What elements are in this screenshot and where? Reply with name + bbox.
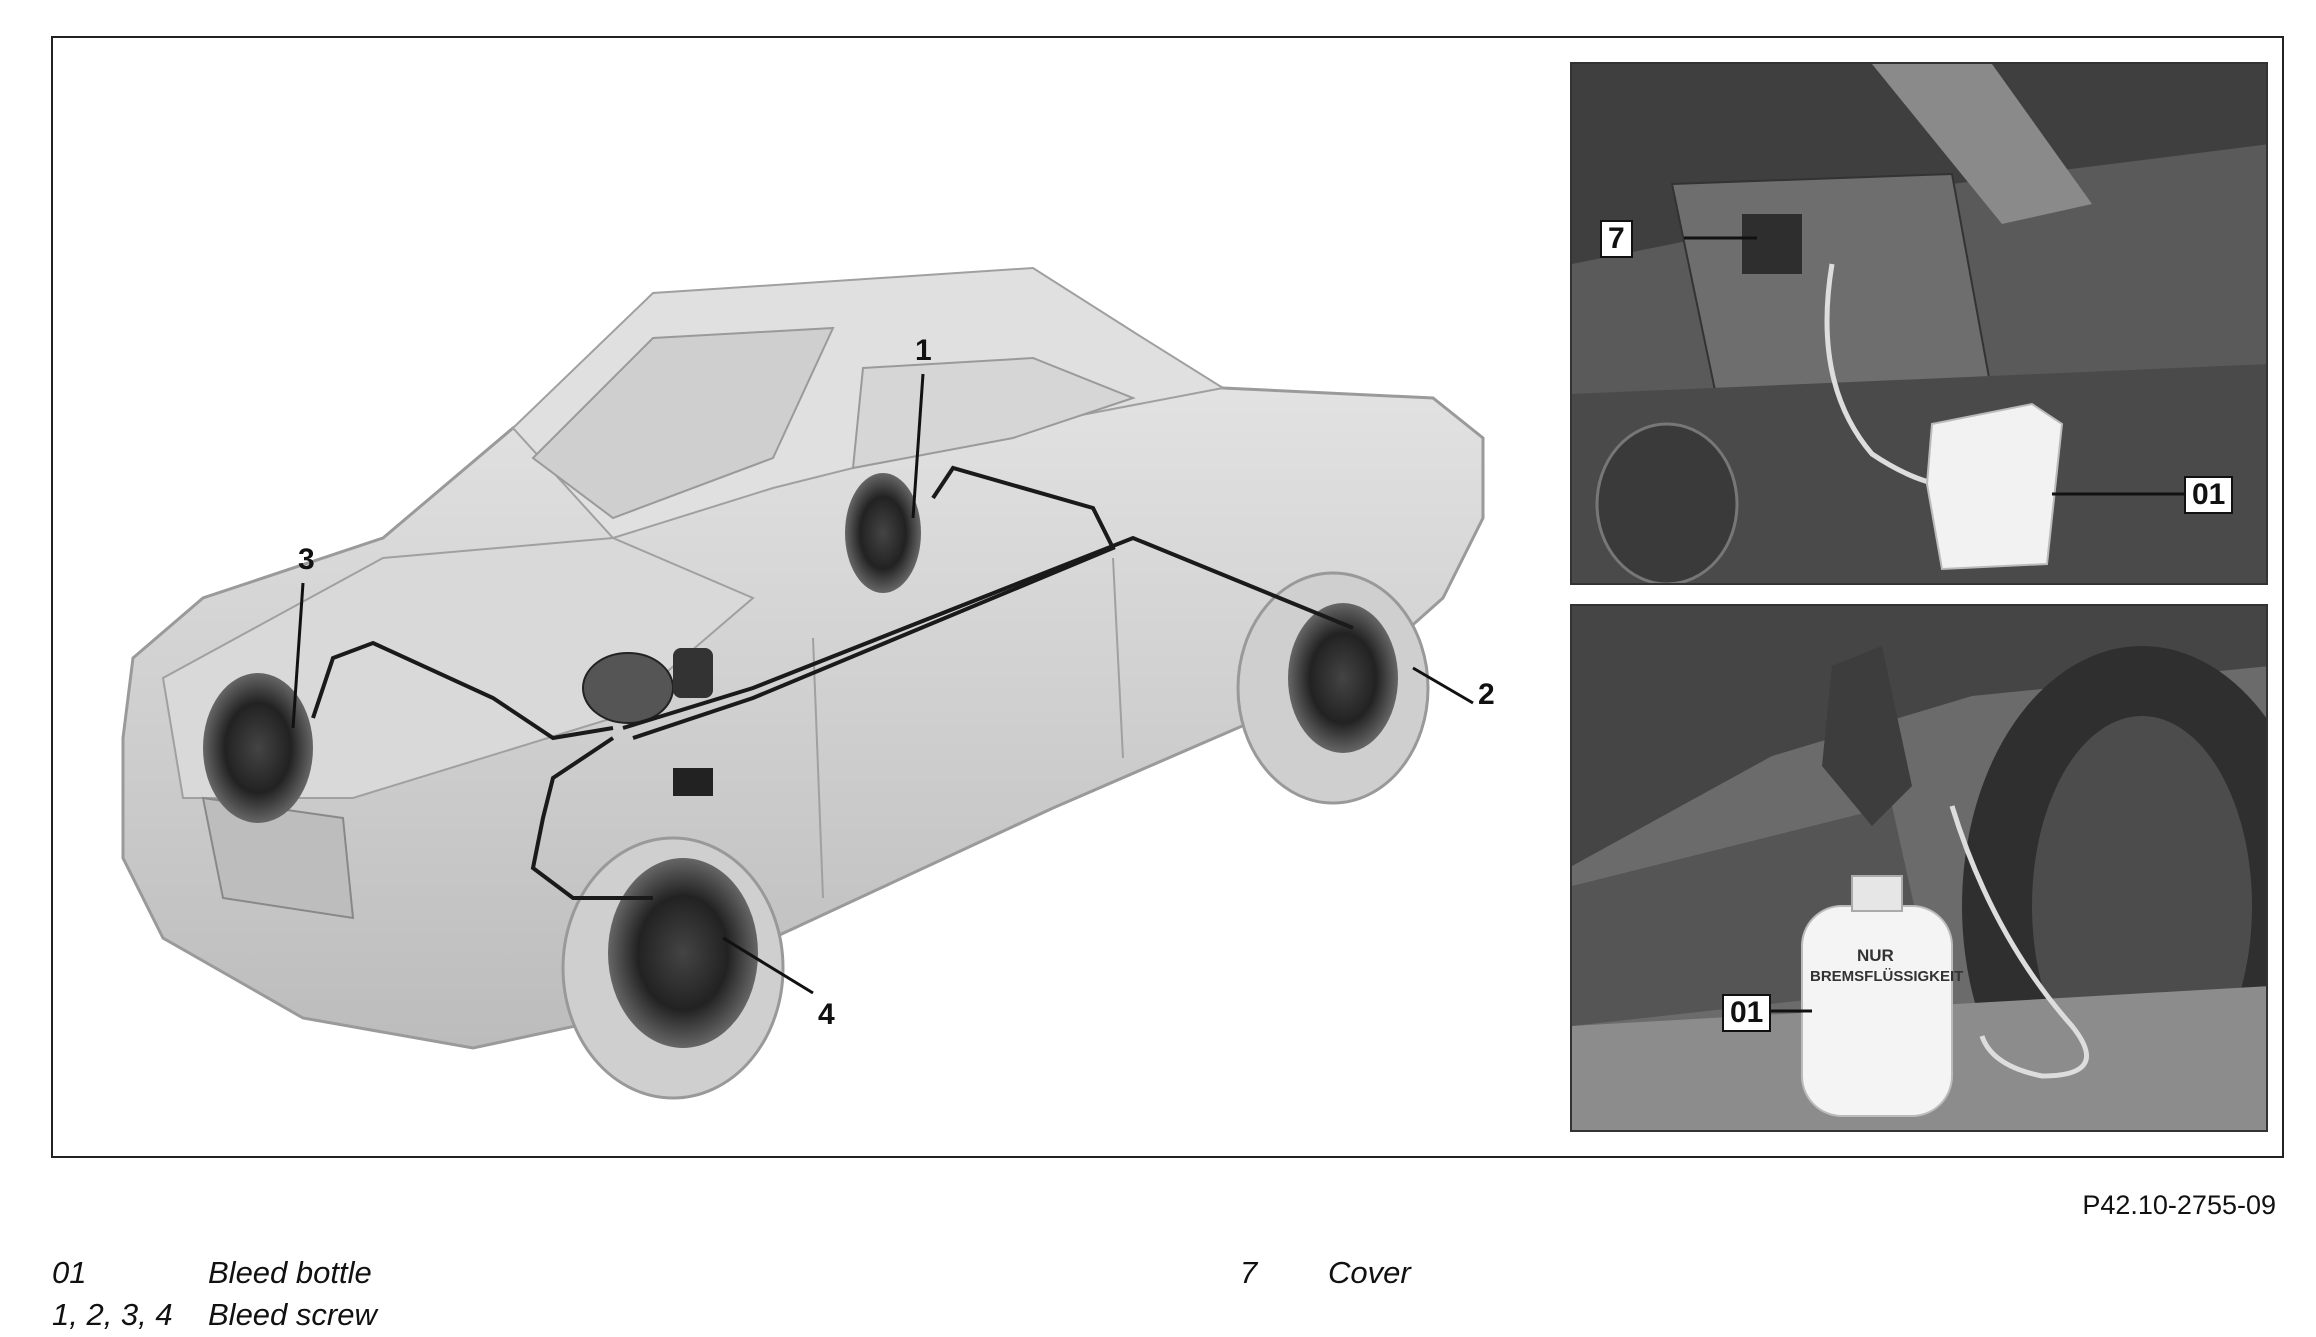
callout-2: 2 — [1478, 678, 1495, 711]
brake-fluid-reservoir — [673, 648, 713, 698]
car-body — [121, 316, 1485, 1050]
tag-cover: 7 — [1600, 220, 1633, 258]
legend-key-cover: 7 — [1240, 1255, 1258, 1290]
hydraulic-unit — [673, 768, 713, 796]
legend-text-bleed-bottle: Bleed bottle — [208, 1255, 372, 1290]
photo-front-wheel-bleeding: NUR BREMSFLÜSSIGKEIT 01 — [1570, 604, 2268, 1132]
brake-master-cylinder — [582, 652, 674, 724]
photo-bottom-image — [1572, 606, 2266, 1130]
brake-lines — [311, 465, 1354, 900]
callout-1: 1 — [915, 334, 932, 367]
callout-4: 4 — [818, 998, 835, 1031]
photo-top-image — [1572, 64, 2266, 583]
tag-bleed-bottle-top: 01 — [2184, 476, 2234, 514]
legend-text-cover: Cover — [1328, 1255, 1411, 1290]
grille — [201, 796, 355, 920]
bottle-print-2: BREMSFLÜSSIGKEIT — [1810, 968, 1964, 985]
legend-text-bleed-screw: Bleed screw — [208, 1297, 377, 1332]
legend-key-bleed-bottle: 01 — [52, 1255, 87, 1290]
figure-frame: 1 2 3 4 7 01 — [51, 36, 2284, 1158]
disc-rear-left — [845, 473, 921, 593]
wheel-front-right — [561, 836, 785, 1100]
photo-rear-axle-cover: 7 01 — [1570, 62, 2268, 585]
figure-code: P42.10-2755-09 — [2082, 1190, 2276, 1220]
callout-3: 3 — [298, 543, 315, 576]
legend-key-bleed-screw: 1, 2, 3, 4 — [52, 1297, 173, 1332]
bottle-print-1: NUR — [1857, 946, 1894, 965]
callout-leaders — [291, 373, 1474, 995]
car-brake-system-illustration — [121, 266, 1485, 1100]
tag-bleed-bottle-bottom: 01 — [1722, 994, 1772, 1032]
disc-front-left — [203, 673, 313, 823]
wheel-rear-right — [1236, 571, 1430, 805]
windshield — [531, 326, 835, 520]
